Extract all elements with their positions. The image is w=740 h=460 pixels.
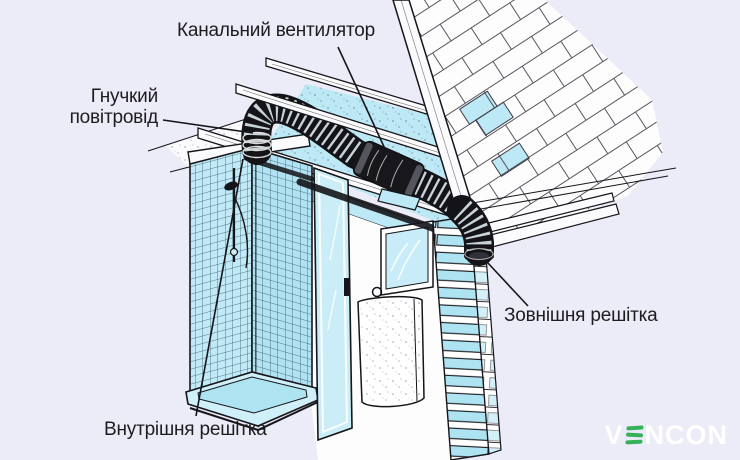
logo-e-bars-icon <box>624 425 644 446</box>
shower-tray <box>185 371 319 432</box>
label-flexible-duct-line1: Гнучкий <box>90 86 158 107</box>
logo-letter-v: V <box>604 420 624 450</box>
pointer-lines <box>162 46 529 417</box>
fan-mount-bracket <box>377 188 421 211</box>
pointer-duct-fan <box>337 46 393 165</box>
window <box>380 220 434 296</box>
roof <box>392 0 677 254</box>
shower-tiled-wall-right <box>251 146 313 390</box>
shingles <box>409 0 663 245</box>
pointer-external-grille <box>486 261 529 307</box>
shower-glass-door <box>313 166 353 442</box>
duct-fan-unit <box>352 140 425 199</box>
eave-boards <box>454 167 677 254</box>
label-external-grille: Зовнішня решітка <box>504 305 658 326</box>
label-flexible-duct: Гнучкий повітровід <box>30 86 159 128</box>
shower-tiled-wall-left <box>189 146 253 394</box>
pointer-flexible-duct <box>162 119 254 134</box>
towel <box>357 286 425 408</box>
vencon-logo: V NCON <box>604 420 728 451</box>
logo-letters-ncon: NCON <box>644 420 728 450</box>
label-duct-fan: Канальний вентилятор <box>177 20 375 41</box>
flexible-duct <box>241 93 479 227</box>
shower-cabin <box>185 133 353 442</box>
internal-grille-connector <box>242 131 272 159</box>
label-flexible-duct-line2: повітровід <box>69 107 159 128</box>
door-handle <box>344 278 349 296</box>
duct-outlet-external-grille <box>447 195 494 266</box>
shower-head <box>224 168 249 269</box>
label-internal-grille: Внутрішня решітка <box>104 419 267 440</box>
pointer-internal-grille <box>195 158 244 417</box>
towel-hook <box>371 286 383 298</box>
